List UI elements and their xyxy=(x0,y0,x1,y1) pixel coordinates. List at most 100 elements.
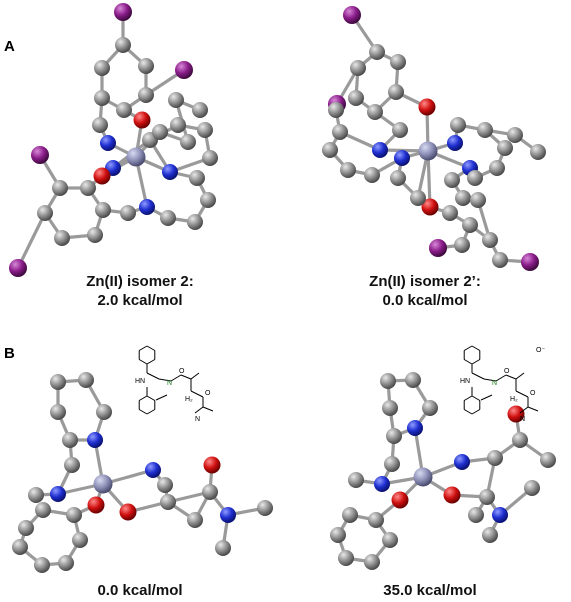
b-right-inset-ring-bottom xyxy=(463,395,473,401)
a-right-carbon-atom xyxy=(322,142,338,158)
b-right-carbon-atom xyxy=(386,428,402,444)
a-right-carbon-atom xyxy=(507,127,523,143)
a-left-carbon-atom xyxy=(200,192,216,208)
a-right-carbon-atom xyxy=(444,172,460,188)
b-right-carbon-atom xyxy=(338,550,354,566)
b-left-inset-ring-top xyxy=(146,359,156,365)
a-right-oxygen-atom xyxy=(421,198,439,216)
a-right-carbon-atom xyxy=(497,140,513,156)
b-left-carbon-atom xyxy=(50,374,66,390)
a-right-carbon-atom xyxy=(340,162,356,178)
b-left-inset-bond xyxy=(194,406,204,414)
b-left-nitrogen-atom xyxy=(220,507,236,523)
a-left-nitrogen-atom xyxy=(100,135,116,151)
b-left-nitrogen-atom xyxy=(50,486,66,502)
b-left-carbon-atom xyxy=(12,539,28,555)
caption-a-left-line1: Zn(II) isomer 2: xyxy=(86,273,194,290)
b-left-inset-bond xyxy=(190,390,204,398)
b-right-carbon-atom xyxy=(382,532,398,548)
a-right-carbon-atom xyxy=(477,122,493,138)
b-left-carbon-atom xyxy=(96,404,112,420)
b-right-inset-bond xyxy=(515,390,529,398)
b-left-inset-bond xyxy=(202,406,214,412)
b-right-nitrogen-atom xyxy=(407,420,423,436)
a-left-carbon-atom xyxy=(52,180,68,196)
a-left-carbon-atom xyxy=(168,92,184,108)
b-right-carbon-atom xyxy=(524,480,540,496)
b-right-carbon-atom xyxy=(479,489,495,505)
b-right-carbon-atom xyxy=(482,527,498,543)
a-left-carbon-atom xyxy=(189,170,205,186)
b-right-oxygen-atom xyxy=(507,405,525,423)
b-right-inset-ring-bottom xyxy=(471,409,481,415)
b-right-inset-ring-top xyxy=(471,359,481,365)
b-right-inset-ring-top xyxy=(471,345,481,351)
b-left-carbon-atom xyxy=(215,540,231,556)
a-right-carbon-atom xyxy=(410,190,426,206)
b-left-carbon-atom xyxy=(257,500,273,516)
a-right-carbon-atom xyxy=(332,124,348,140)
a-right-carbon-atom xyxy=(390,170,406,186)
caption-b-right: 35.0 kcal/mol xyxy=(383,582,477,599)
a-right-carbon-atom xyxy=(442,205,458,221)
b-left-carbon-atom xyxy=(66,507,82,523)
a-right-carbon-atom xyxy=(492,252,508,268)
b-right-inset-bond xyxy=(505,374,517,380)
b-right-carbon-atom xyxy=(487,450,503,466)
b-right-carbon-atom xyxy=(330,527,346,543)
a-right-carbon-atom xyxy=(530,144,546,160)
a-left-oxygen-atom xyxy=(133,111,151,129)
b-left-carbon-atom xyxy=(202,484,218,500)
a-right-carbon-atom xyxy=(467,170,483,186)
b-right-inset-o2-label: O xyxy=(530,390,536,397)
b-left-carbon-atom xyxy=(78,372,94,388)
b-left-inset-bond xyxy=(155,394,168,401)
b-left-oxygen-atom xyxy=(87,496,105,514)
a-left-carbon-atom xyxy=(152,124,168,140)
a-right-nitrogen-atom xyxy=(447,135,463,151)
a-right-carbon-atom xyxy=(450,117,466,133)
b-right-inset-bond xyxy=(527,406,539,412)
b-left-carbon-atom xyxy=(160,494,176,510)
a-left-carbon-atom xyxy=(116,102,132,118)
b-left-inset-hn-label: HN xyxy=(135,378,145,385)
a-left-carbon-atom xyxy=(94,60,110,76)
b-left-nitrogen-atom xyxy=(87,432,103,448)
b-right-inset-ring-top xyxy=(463,359,473,365)
a-left-carbon-atom xyxy=(202,150,218,166)
b-right-inset-bond xyxy=(519,406,529,414)
b-left-inset-ring-top xyxy=(138,345,148,351)
b-right-carbon-atom xyxy=(422,400,438,416)
b-left-carbon-atom xyxy=(187,512,203,528)
b-right-inset-bond xyxy=(480,394,493,401)
b-left-carbon-atom xyxy=(72,532,88,548)
a-left-carbon-atom xyxy=(197,122,213,138)
b-left-carbon-atom xyxy=(64,457,80,473)
b-left-nitrogen-atom xyxy=(145,462,161,478)
b-left-carbon-atom xyxy=(35,502,51,518)
b-right-carbon-atom xyxy=(540,452,556,468)
b-left-carbon-atom xyxy=(58,555,74,571)
b-left-inset-ring-top xyxy=(146,345,156,351)
a-right-iodine-atom xyxy=(521,253,539,271)
b-left-inset-n-label: N xyxy=(167,380,172,387)
b-left-inset-bond xyxy=(190,372,200,380)
caption-a-right-line2: 0.0 kcal/mol xyxy=(382,292,468,309)
a-right-carbon-atom xyxy=(364,167,380,183)
a-right-nitrogen-atom xyxy=(394,150,410,166)
b-right-carbon-atom xyxy=(512,432,528,448)
b-left-carbon-atom xyxy=(50,404,66,420)
a-right-nitrogen-atom xyxy=(372,142,388,158)
b-left-inset-ring-bottom xyxy=(138,395,148,401)
a-left-iodine-atom xyxy=(175,61,193,79)
b-right-inset-bond xyxy=(515,372,525,380)
a-right-iodine-atom xyxy=(343,6,361,24)
a-right-carbon-atom xyxy=(455,190,471,206)
b-left-inset-ring-bottom xyxy=(146,395,156,401)
b-right-nitrogen-atom xyxy=(454,454,470,470)
b-right-carbon-atom xyxy=(405,372,421,388)
a-left-carbon-atom xyxy=(95,202,111,218)
b-right-inset-bond xyxy=(471,372,485,380)
b-right-nitrogen-atom xyxy=(492,507,508,523)
